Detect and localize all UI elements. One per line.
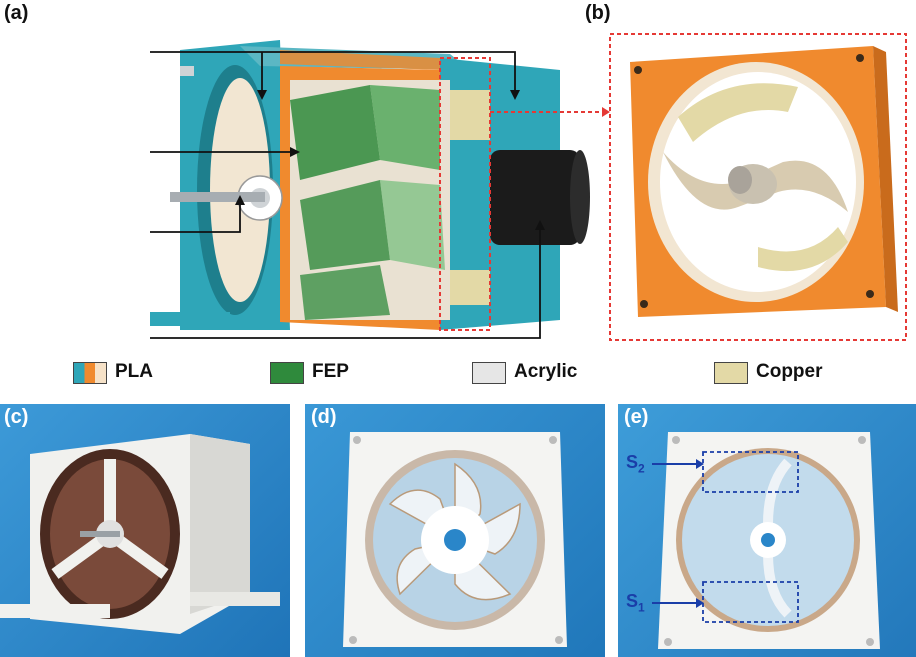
sensor-label-s1: S1 [626,591,645,615]
foot-top [180,66,194,76]
assembled-device [0,434,280,634]
panel-e-label: (e) [624,406,649,428]
acrylic-swatch [472,362,506,384]
shaft [170,192,265,202]
panel-c-label: (c) [4,406,29,428]
legend-label-pla: PLA [115,361,153,382]
panel-a-rendering [150,40,610,339]
blade-plate [343,432,567,647]
panel-d-photo: (d) [305,404,605,657]
sensor-label-s2: S2 [626,452,645,476]
panel-d-label: (d) [311,406,337,428]
motor [490,150,580,245]
fep-film-5 [300,265,390,320]
leader-lines [150,51,541,339]
fep-film-1 [290,85,380,180]
copper-electrode-bottom [450,270,490,305]
panel-a-label: (a) [4,2,29,24]
copper-strip-bottom [758,227,848,272]
screw-hole-bl [640,300,648,308]
panel-c-photo: (c) [0,404,290,657]
copper-strip-top [678,83,798,142]
highlight-box [439,57,491,331]
foot-bottom [150,312,230,326]
panel-b-label: (b) [585,2,611,24]
fep-film-3 [300,180,390,270]
legend: PLA FEP Acrylic Copper [0,360,916,388]
fep-film-2 [370,85,440,170]
sensor-plate [652,432,880,649]
legend-label-fep: FEP [312,361,349,382]
sensor-box-s2 [702,451,799,493]
pla-swatch [73,362,107,384]
panel-b-frame-detail [609,33,907,341]
legend-label-copper: Copper [756,361,823,382]
screw-hole-br [866,290,874,298]
screw-hole-tr [856,54,864,62]
sensor-box-s1 [702,581,799,623]
panel-e-photo: (e) S2 S1 [618,404,916,657]
fep-film-4 [380,180,445,270]
highlight-frame [609,33,907,341]
screw-hole-tl [634,66,642,74]
copper-swatch [714,362,748,384]
copper-electrode-top [450,90,490,140]
legend-label-acrylic: Acrylic [514,361,578,382]
fep-swatch [270,362,304,384]
